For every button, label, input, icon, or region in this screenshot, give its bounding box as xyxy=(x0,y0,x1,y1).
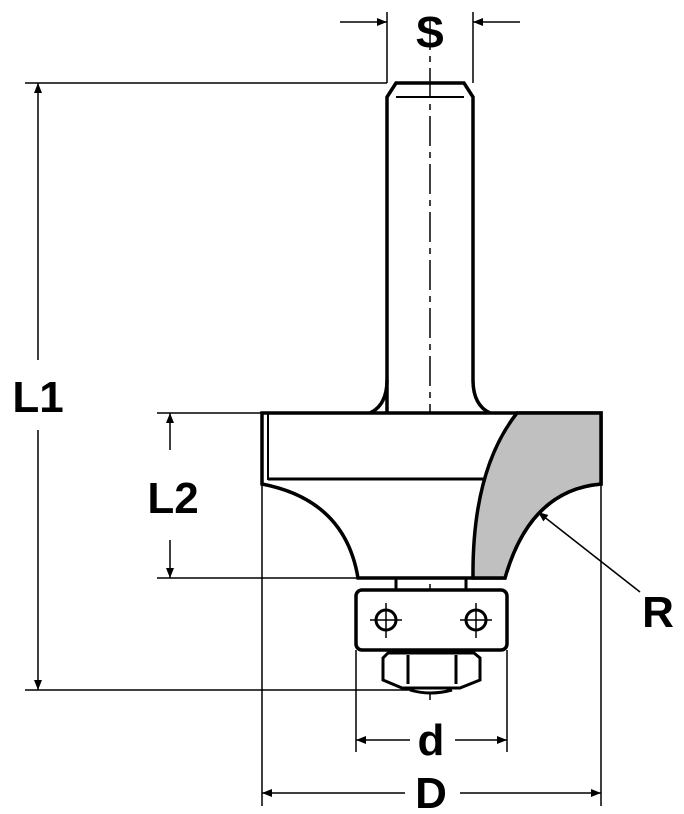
nut xyxy=(381,651,482,695)
label-l2: L2 xyxy=(147,474,198,523)
screw-hole-icon xyxy=(460,603,492,638)
screw-hole-icon xyxy=(370,603,402,638)
dim-r-leader xyxy=(537,511,641,593)
label-d-small: d xyxy=(418,716,445,765)
label-r: R xyxy=(642,588,674,637)
shank xyxy=(385,81,491,415)
label-l1: L1 xyxy=(12,373,63,422)
bearing xyxy=(354,588,509,652)
label-d-large: D xyxy=(415,769,447,814)
label-s: S xyxy=(415,8,444,57)
carbide-cutter xyxy=(471,411,603,580)
